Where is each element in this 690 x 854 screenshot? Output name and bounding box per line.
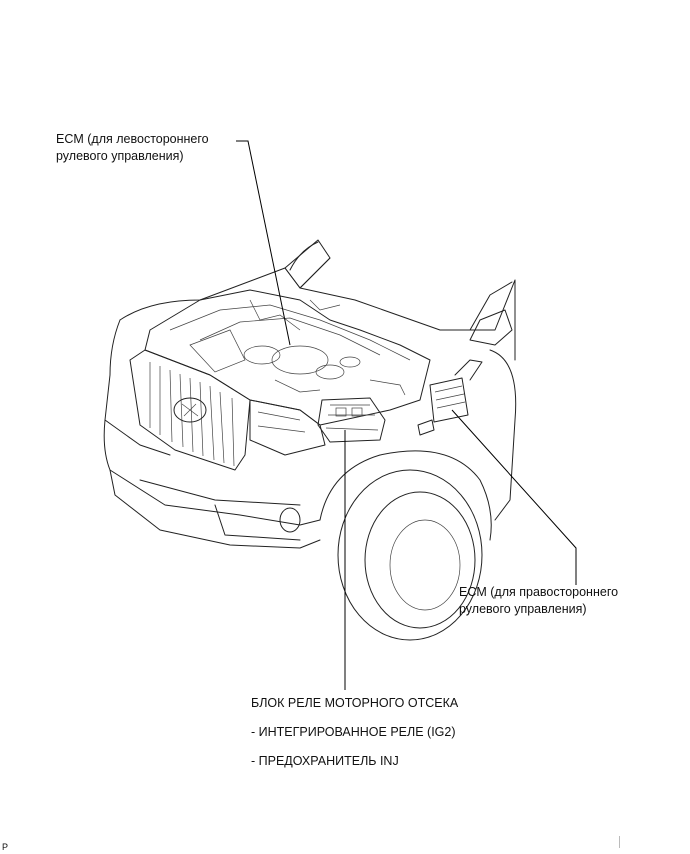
label-ecm-right: ECM (для правостороннего рулевого управл… bbox=[459, 584, 618, 618]
leader-ecm-left bbox=[236, 140, 291, 346]
label-relay-block: БЛОК РЕЛЕ МОТОРНОГО ОТСЕКА - ИНТЕГРИРОВА… bbox=[251, 695, 458, 782]
label-ecm-right-line1: ECM (для правостороннего bbox=[459, 585, 619, 599]
label-relay-ig2: - ИНТЕГРИРОВАННОЕ РЕЛЕ (IG2) bbox=[251, 725, 456, 739]
label-relay-block-title: БЛОК РЕЛЕ МОТОРНОГО ОТСЕКА bbox=[251, 696, 459, 710]
label-ecm-left: ECM (для левостороннего рулевого управле… bbox=[56, 131, 209, 165]
label-fuse-inj: - ПРЕДОХРАНИТЕЛЬ INJ bbox=[251, 754, 399, 768]
leader-ecm-right bbox=[451, 409, 577, 585]
corner-mark: P bbox=[2, 842, 9, 852]
label-ecm-right-line2: рулевого управления) bbox=[459, 602, 587, 616]
label-ecm-left-line1: ECM (для левостороннего bbox=[56, 132, 209, 146]
label-ecm-left-line2: рулевого управления) bbox=[56, 149, 184, 163]
corner-divider bbox=[619, 836, 620, 848]
